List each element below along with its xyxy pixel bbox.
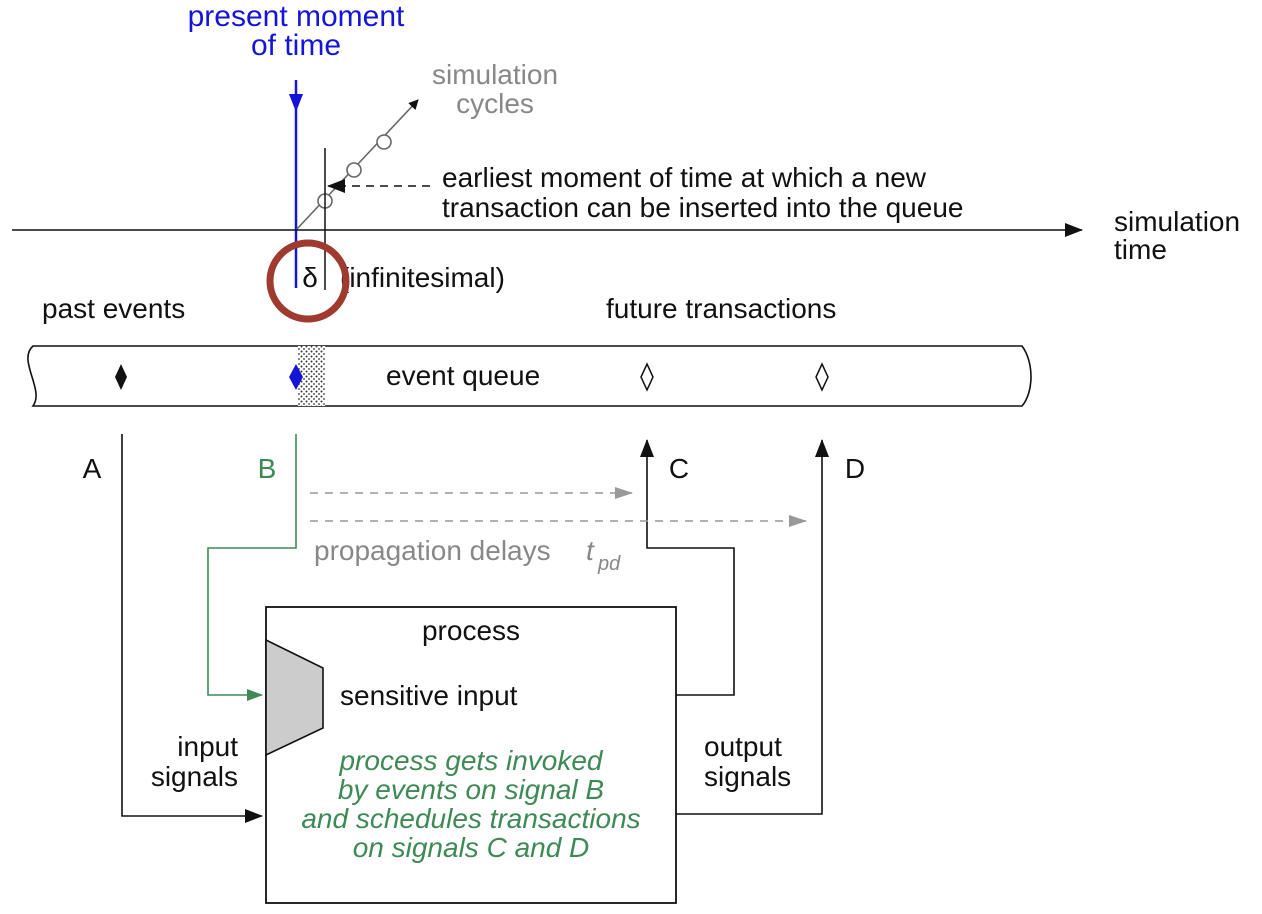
signal-d-label: D	[845, 453, 865, 484]
propagation-delays-label: propagation delays	[314, 535, 551, 566]
signal-b-path	[207, 434, 297, 701]
process-note-line3: and schedules transactions	[301, 803, 640, 834]
signal-a-path	[121, 434, 263, 823]
delta-symbol: δ	[302, 262, 318, 293]
present-moment-label-line1: present moment	[188, 0, 405, 33]
simulation-cycles-label-line1: simulation	[432, 59, 558, 90]
process-note-line1: process gets invoked	[338, 745, 603, 776]
past-events-label: past events	[42, 293, 185, 324]
process-note-line2: by events on signal B	[338, 774, 604, 805]
future-transaction-d-diamond	[815, 362, 829, 392]
earliest-moment-label-line1: earliest moment of time at which a new	[442, 162, 927, 193]
signal-b-label: B	[258, 453, 277, 484]
signal-d-path	[676, 439, 829, 815]
event-queue-label: event queue	[386, 360, 540, 391]
signal-a-label: A	[83, 453, 102, 484]
process-label: process	[422, 615, 520, 646]
present-moment-arrowhead	[289, 94, 303, 112]
output-signals-label-line2: signals	[704, 761, 791, 792]
signal-c-label: C	[669, 453, 689, 484]
delta-slot-dotted	[298, 346, 325, 406]
process-note-line4: on signals C and D	[353, 832, 590, 863]
future-transactions-label: future transactions	[606, 293, 836, 324]
sensitive-input-label: sensitive input	[340, 680, 518, 711]
simulation-time-label-line1: simulation	[1114, 206, 1240, 237]
simulation-time-label-line2: time	[1114, 234, 1167, 265]
input-signals-label-line2: signals	[151, 761, 238, 792]
cycle-marker-3	[376, 134, 392, 150]
cycle-marker-2	[346, 162, 362, 178]
event-queue-band	[27, 345, 1032, 407]
tpd-subscript: pd	[597, 553, 621, 575]
input-signals-label-line1: input	[177, 731, 238, 762]
delta-highlight-circle	[266, 239, 350, 323]
process-box	[265, 606, 677, 904]
sensitive-input-port	[265, 638, 324, 757]
present-moment-label-line2: of time	[251, 29, 341, 62]
past-event-diamond	[115, 364, 127, 390]
signal-c-path	[640, 439, 735, 696]
current-event-diamond	[289, 364, 303, 390]
infinitesimal-label: (infinitesimal)	[340, 262, 505, 293]
earliest-moment-label-line2: transaction can be inserted into the que…	[442, 192, 963, 223]
tpd-symbol: t	[586, 535, 595, 566]
simulation-cycles-label-line2: cycles	[456, 88, 534, 119]
future-transaction-c-diamond	[640, 362, 654, 392]
output-signals-label-line1: output	[704, 731, 782, 762]
